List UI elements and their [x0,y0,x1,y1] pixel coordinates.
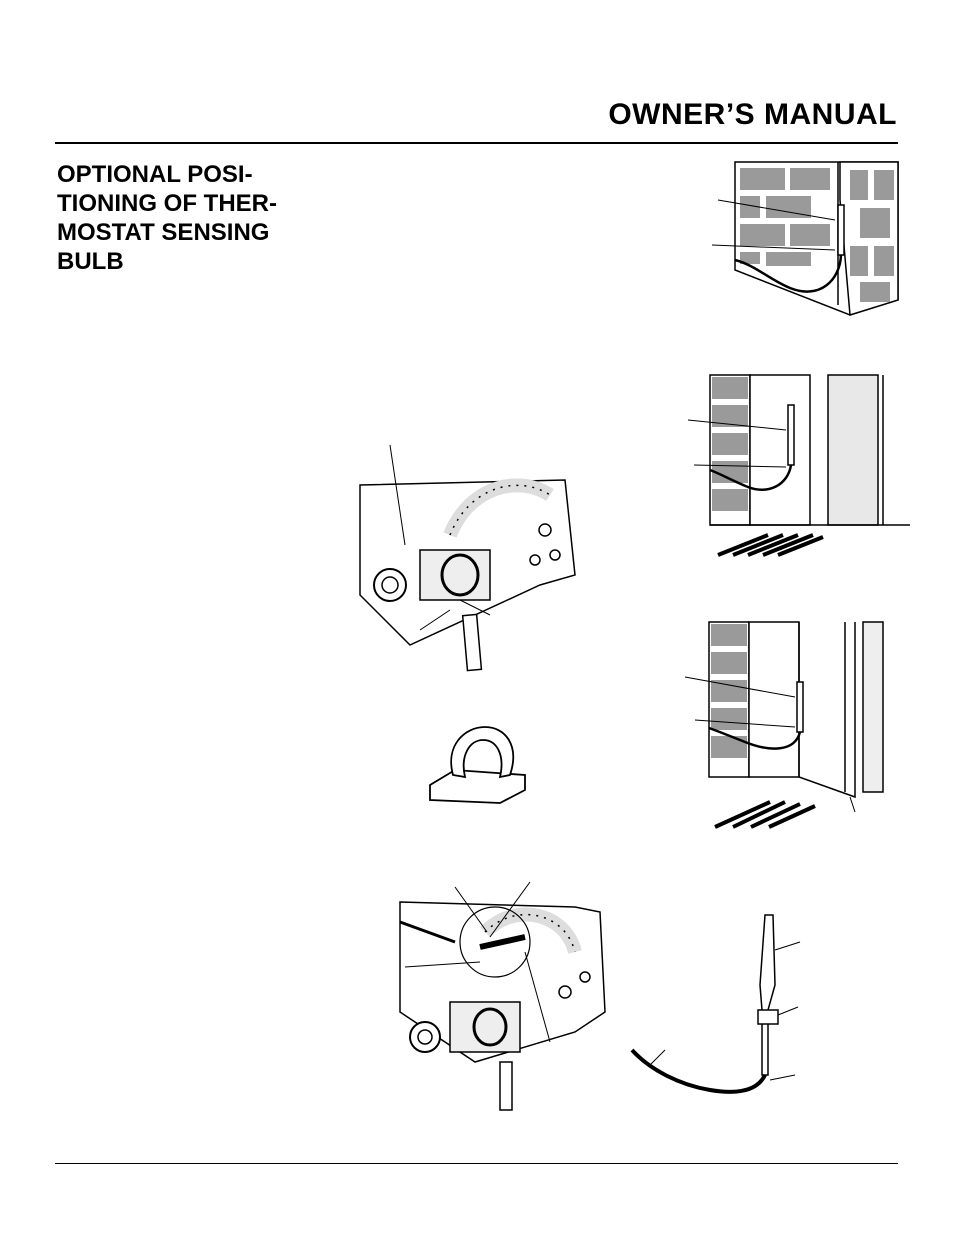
heading-line-3: MOSTAT SENSING [57,219,270,246]
bulb-clip-illustration [429,726,526,804]
thermostat-bulb-corner-illustration [711,161,899,316]
gas-control-valve-illustration [359,444,576,672]
heading-line-1: OPTIONAL POSI- [57,161,253,188]
thermostat-bulb-glass-door-illustration [684,621,884,829]
section-heading: OPTIONAL POSI- TIONING OF THER- MOSTAT S… [57,160,327,276]
thermostat-bulb-wall-illustration [687,374,910,557]
footer-rule [55,1163,898,1164]
header-rule [55,142,898,144]
header-title: OWNER’S MANUAL [608,98,897,131]
heading-line-4: BULB [57,248,124,275]
valve-bracket-illustration [399,881,606,1111]
heading-line-2: TIONING OF THER- [57,190,277,217]
sensing-bulb-capillary-illustration [630,914,801,1094]
